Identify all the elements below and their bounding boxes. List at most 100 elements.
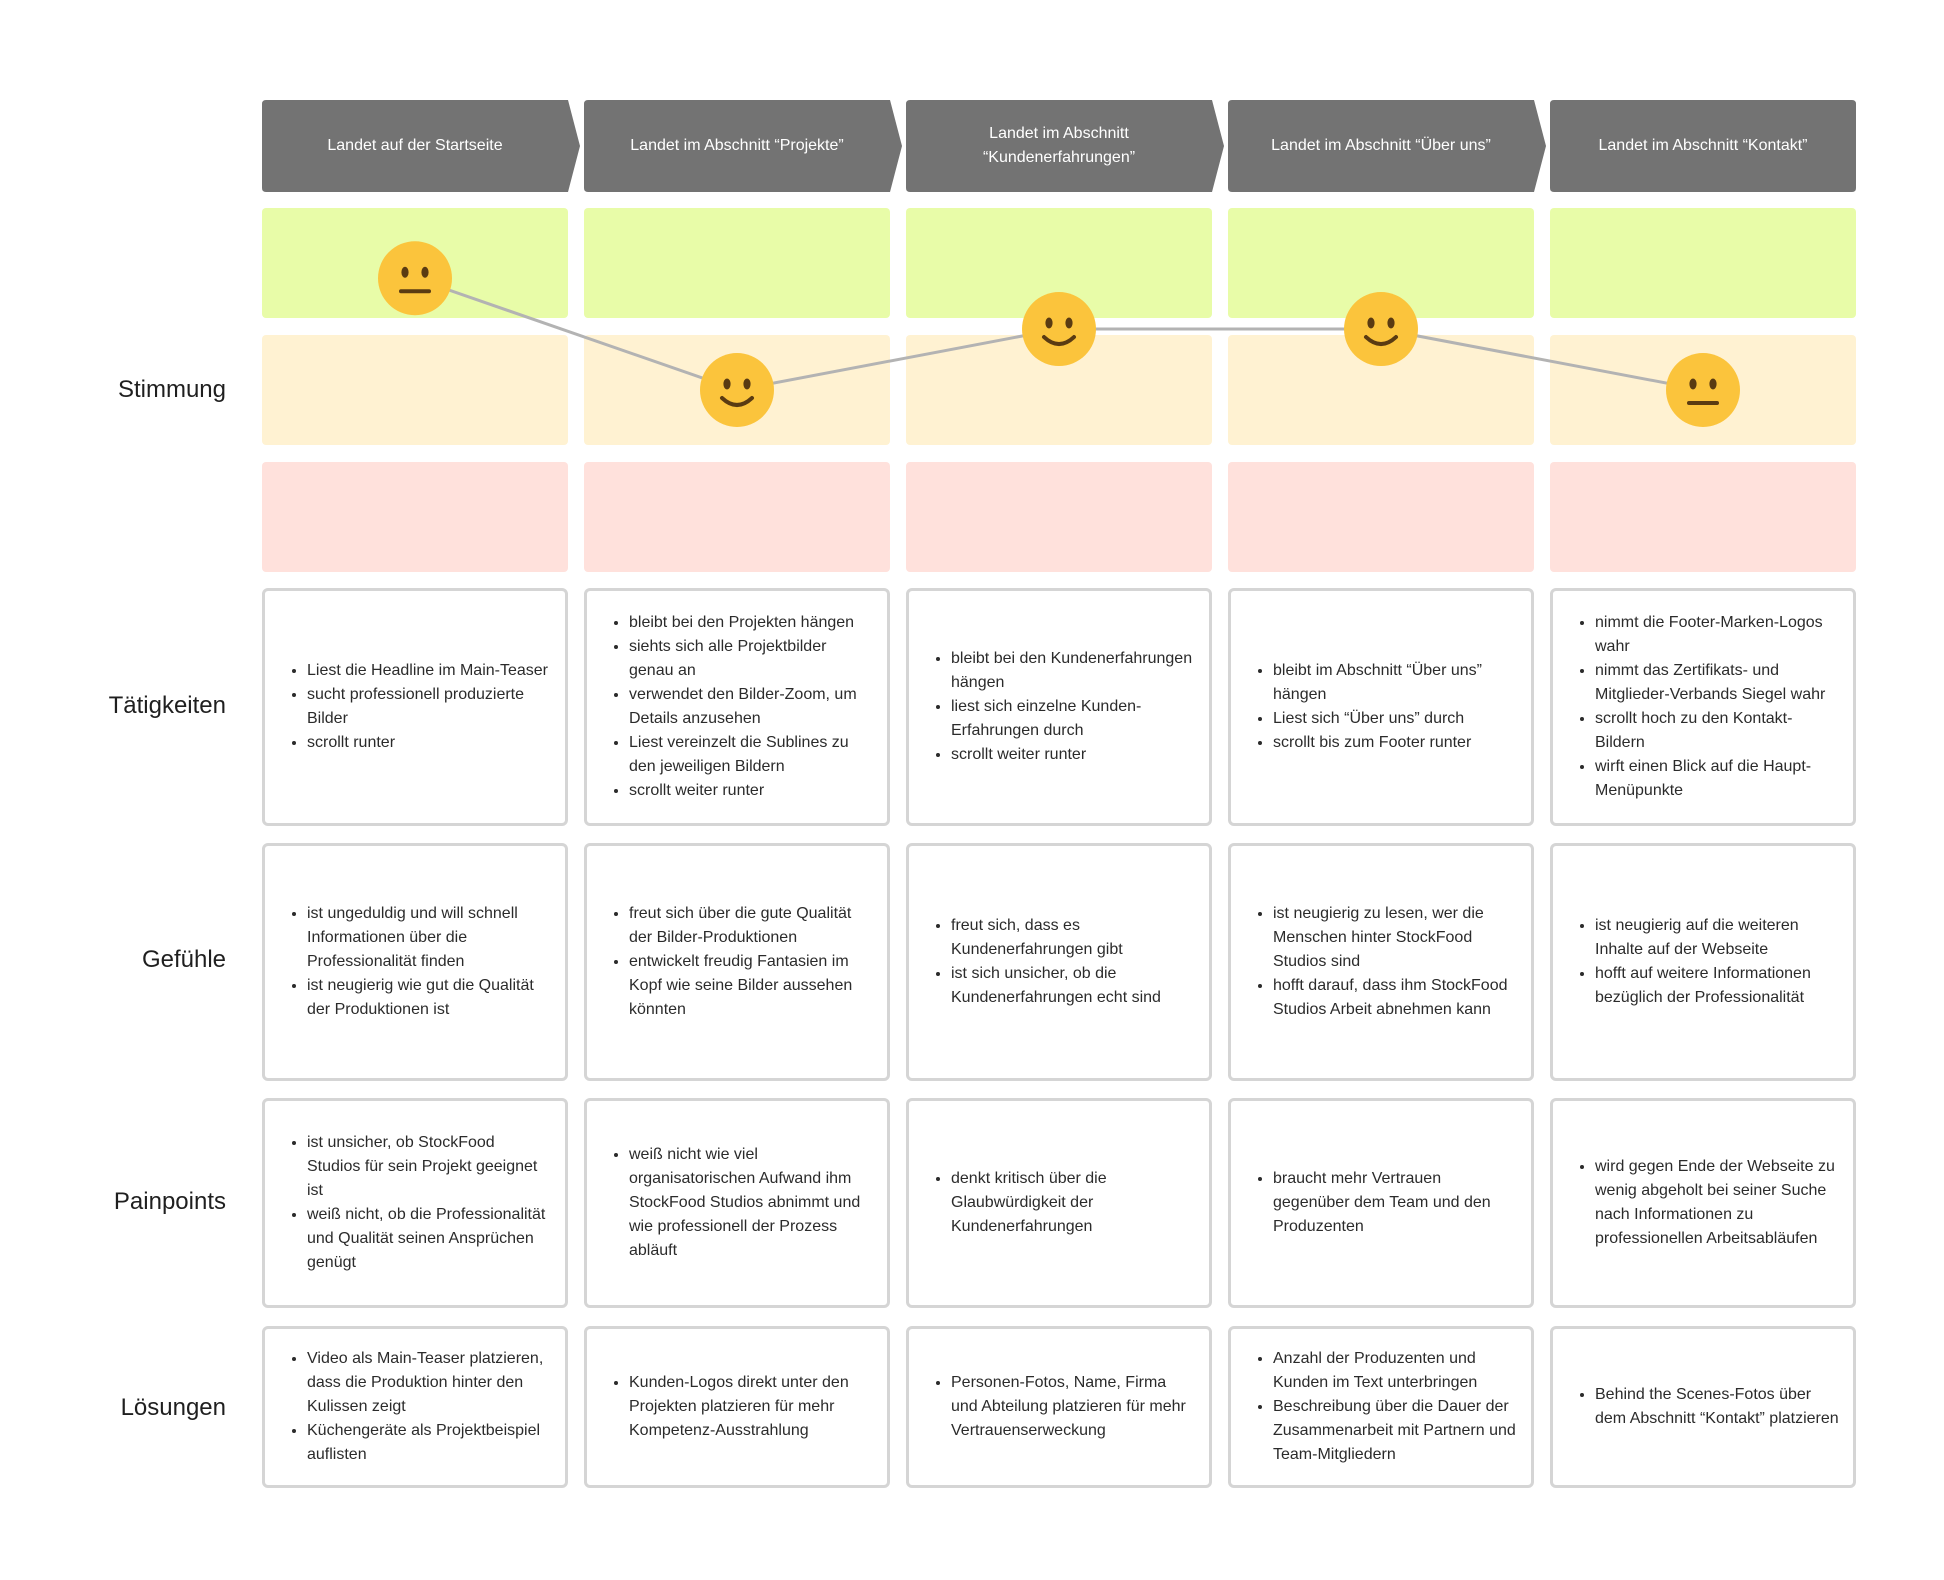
list-item: weiß nicht wie viel organisatorischen Au… — [629, 1143, 873, 1263]
taetigkeiten-card: bleibt im Abschnitt “Über uns” hängenLie… — [1228, 588, 1534, 826]
list-item: hofft auf weitere Informationen bezüglic… — [1595, 962, 1839, 1010]
gefuehle-card: ist neugierig zu lesen, wer die Menschen… — [1228, 843, 1534, 1081]
mood-band-red — [262, 462, 568, 572]
loesungen-card: Kunden-Logos direkt unter den Projekten … — [584, 1326, 890, 1488]
painpoints-list: ist unsicher, ob StockFood Studios für s… — [281, 1131, 551, 1275]
stage-arrow-shape — [262, 100, 580, 192]
mood-band-green — [584, 208, 890, 318]
gefuehle-list: freut sich über die gute Qualität der Bi… — [603, 902, 873, 1022]
mood-band-red — [1550, 462, 1856, 572]
loesungen-card: Anzahl der Produzenten und Kunden im Tex… — [1228, 1326, 1534, 1488]
stage-label: Landet auf der Startseite — [327, 137, 503, 154]
list-item: liest sich einzelne Kunden-Erfahrungen d… — [951, 695, 1195, 743]
list-item: scrollt weiter runter — [951, 743, 1195, 767]
loesungen-card: Personen-Fotos, Name, Firma und Abteilun… — [906, 1326, 1212, 1488]
painpoints-list: denkt kritisch über die Glaubwürdigkeit … — [925, 1167, 1195, 1239]
list-item: Kunden-Logos direkt unter den Projekten … — [629, 1371, 873, 1443]
mood-face-neutral-icon — [1666, 353, 1740, 427]
stage-header-4: Landet im Abschnitt “Über uns” — [1228, 100, 1546, 192]
list-item: ist neugierig zu lesen, wer die Menschen… — [1273, 902, 1517, 974]
mood-band-green — [1550, 208, 1856, 318]
list-item: Behind the Scenes-Fotos über dem Abschni… — [1595, 1383, 1839, 1431]
list-item: braucht mehr Vertrauen gegenüber dem Tea… — [1273, 1167, 1517, 1239]
painpoints-card: denkt kritisch über die Glaubwürdigkeit … — [906, 1098, 1212, 1308]
list-item: nimmt das Zertifikats- und Mitglieder-Ve… — [1595, 659, 1839, 707]
list-item: entwickelt freudig Fantasien im Kopf wie… — [629, 950, 873, 1022]
list-item: scrollt weiter runter — [629, 779, 873, 803]
stage-arrow-shape — [1550, 100, 1856, 192]
gefuehle-list: freut sich, dass es Kundenerfahrungen gi… — [925, 914, 1195, 1010]
list-item: Anzahl der Produzenten und Kunden im Tex… — [1273, 1347, 1517, 1395]
taetigkeiten-card: Liest die Headline im Main-Teasersucht p… — [262, 588, 568, 826]
row-label-gefuehle: Gefühle — [141, 946, 226, 973]
list-item: Personen-Fotos, Name, Firma und Abteilun… — [951, 1371, 1195, 1443]
loesungen-list: Personen-Fotos, Name, Firma und Abteilun… — [925, 1371, 1195, 1443]
stage-arrow-shape — [584, 100, 902, 192]
painpoints-list: wird gegen Ende der Webseite zu wenig ab… — [1569, 1155, 1839, 1251]
row-label-painpoints: Painpoints — [113, 1188, 226, 1215]
painpoints-card: braucht mehr Vertrauen gegenüber dem Tea… — [1228, 1098, 1534, 1308]
mood-face-smile-icon — [1344, 292, 1418, 367]
mood-face-smile-icon — [1022, 292, 1096, 367]
mood-face-neutral-icon — [378, 241, 452, 316]
list-item: Liest sich “Über uns” durch — [1273, 707, 1517, 731]
list-item: scrollt runter — [307, 731, 551, 755]
mood-band-red — [906, 462, 1212, 572]
row-label-loesungen: Lösungen — [120, 1394, 226, 1421]
stage-header-2: Landet im Abschnitt “Projekte” — [584, 100, 902, 192]
mood-band-yellow — [262, 335, 568, 445]
mood-band-red — [584, 462, 890, 572]
stage-header-3: Landet im Abschnitt “Kundenerfahrungen” — [906, 100, 1224, 192]
taetigkeiten-list: bleibt im Abschnitt “Über uns” hängenLie… — [1247, 659, 1517, 755]
row-label-taetigkeiten: Tätigkeiten — [108, 692, 226, 719]
list-item: scrollt hoch zu den Kontakt-Bildern — [1595, 707, 1839, 755]
list-item: Video als Main-Teaser platzieren, dass d… — [307, 1347, 551, 1419]
list-item: weiß nicht, ob die Professionalität und … — [307, 1203, 551, 1275]
taetigkeiten-list: nimmt die Footer-Marken-Logos wahrnimmt … — [1569, 611, 1839, 803]
painpoints-card: ist unsicher, ob StockFood Studios für s… — [262, 1098, 568, 1308]
list-item: hofft darauf, dass ihm StockFood Studios… — [1273, 974, 1517, 1022]
list-item: freut sich, dass es Kundenerfahrungen gi… — [951, 914, 1195, 962]
gefuehle-card: freut sich über die gute Qualität der Bi… — [584, 843, 890, 1081]
stage-header-5: Landet im Abschnitt “Kontakt” — [1550, 100, 1868, 192]
loesungen-list: Behind the Scenes-Fotos über dem Abschni… — [1569, 1383, 1839, 1431]
mood-band-red — [1228, 462, 1534, 572]
stage-arrow-shape — [906, 100, 1224, 192]
gefuehle-card: freut sich, dass es Kundenerfahrungen gi… — [906, 843, 1212, 1081]
list-item: freut sich über die gute Qualität der Bi… — [629, 902, 873, 950]
taetigkeiten-list: bleibt bei den Projekten hängensiehts si… — [603, 611, 873, 803]
gefuehle-list: ist neugierig auf die weiteren Inhalte a… — [1569, 914, 1839, 1010]
list-item: bleibt bei den Projekten hängen — [629, 611, 873, 635]
stage-label: Landet im Abschnitt “Kontakt” — [1598, 137, 1808, 154]
gefuehle-list: ist ungeduldig und will schnell Informat… — [281, 902, 551, 1022]
painpoints-list: braucht mehr Vertrauen gegenüber dem Tea… — [1247, 1167, 1517, 1239]
list-item: wird gegen Ende der Webseite zu wenig ab… — [1595, 1155, 1839, 1251]
list-item: denkt kritisch über die Glaubwürdigkeit … — [951, 1167, 1195, 1239]
taetigkeiten-card: bleibt bei den Kundenerfahrungen hängenl… — [906, 588, 1212, 826]
taetigkeiten-list: bleibt bei den Kundenerfahrungen hängenl… — [925, 647, 1195, 767]
loesungen-list: Kunden-Logos direkt unter den Projekten … — [603, 1371, 873, 1443]
loesungen-card: Video als Main-Teaser platzieren, dass d… — [262, 1326, 568, 1488]
list-item: Liest die Headline im Main-Teaser — [307, 659, 551, 683]
painpoints-card: wird gegen Ende der Webseite zu wenig ab… — [1550, 1098, 1856, 1308]
list-item: ist neugierig wie gut die Qualität der P… — [307, 974, 551, 1022]
loesungen-list: Video als Main-Teaser platzieren, dass d… — [281, 1347, 551, 1467]
list-item: bleibt bei den Kundenerfahrungen hängen — [951, 647, 1195, 695]
loesungen-list: Anzahl der Produzenten und Kunden im Tex… — [1247, 1347, 1517, 1467]
list-item: Küchengeräte als Projektbeispiel auflist… — [307, 1419, 551, 1467]
stage-label: Landet im Abschnitt “Kundenerfahrungen” — [982, 125, 1136, 166]
list-item: ist sich unsicher, ob die Kundenerfahrun… — [951, 962, 1195, 1010]
list-item: Liest vereinzelt die Sublines zu den jew… — [629, 731, 873, 779]
list-item: ist unsicher, ob StockFood Studios für s… — [307, 1131, 551, 1203]
list-item: siehts sich alle Projektbilder genau an — [629, 635, 873, 683]
list-item: ist ungeduldig und will schnell Informat… — [307, 902, 551, 974]
taetigkeiten-card: nimmt die Footer-Marken-Logos wahrnimmt … — [1550, 588, 1856, 826]
painpoints-list: weiß nicht wie viel organisatorischen Au… — [603, 1143, 873, 1263]
list-item: verwendet den Bilder-Zoom, um Details an… — [629, 683, 873, 731]
gefuehle-card: ist neugierig auf die weiteren Inhalte a… — [1550, 843, 1856, 1081]
taetigkeiten-list: Liest die Headline im Main-Teasersucht p… — [281, 659, 551, 755]
stage-label: Landet im Abschnitt “Projekte” — [630, 137, 844, 154]
gefuehle-card: ist ungeduldig und will schnell Informat… — [262, 843, 568, 1081]
painpoints-card: weiß nicht wie viel organisatorischen Au… — [584, 1098, 890, 1308]
